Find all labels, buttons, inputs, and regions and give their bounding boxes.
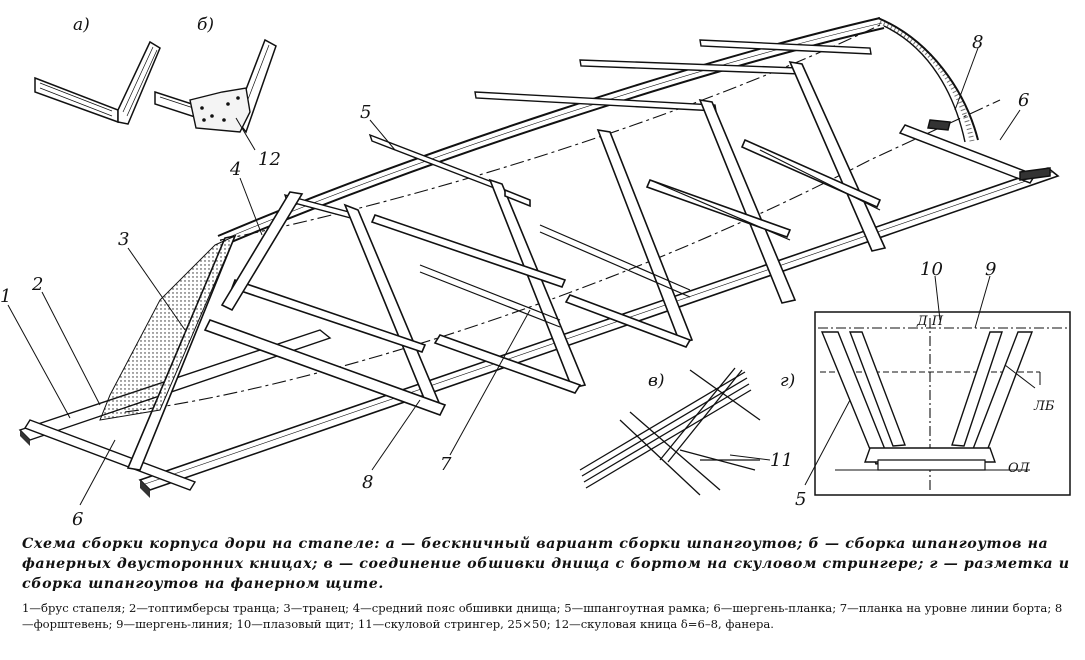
inset-label-b: б) <box>197 15 214 35</box>
callout-11: 11 <box>770 450 793 471</box>
callout-9: 9 <box>985 259 996 280</box>
callout-8: 8 <box>972 32 983 53</box>
stem <box>877 17 979 143</box>
inset-g-template <box>814 311 1071 496</box>
transom <box>99 235 236 421</box>
callout-1: 1 <box>0 286 11 307</box>
callout-2: 2 <box>31 274 43 295</box>
sheer-plank <box>898 119 1051 184</box>
template-label-dp: Д П <box>916 314 944 329</box>
callout-5: 5 <box>360 102 371 123</box>
figure-legend: 1—брус стапеля; 2—топтимберсы транца; 3—… <box>22 601 1063 631</box>
callout-6b: 6 <box>72 509 83 530</box>
boat-assembly-diagram: а) б) в) г) 1 2 3 4 5 5 6 6 7 8 8 9 10 1… <box>0 15 1071 530</box>
callout-4: 4 <box>229 159 241 180</box>
callout-12: 12 <box>258 149 281 170</box>
frame-2 <box>220 178 587 394</box>
frame-4 <box>645 98 797 304</box>
callout-3: 3 <box>118 229 129 250</box>
figure-caption: Схема сборки корпуса дори на стапеле: а … <box>22 536 1070 592</box>
callout-7: 7 <box>440 454 452 475</box>
callout-5b: 5 <box>795 489 806 510</box>
frame-3 <box>504 128 694 348</box>
inset-label-v: в) <box>648 371 665 391</box>
inset-label-a: а) <box>73 15 90 35</box>
template-label-ol: ОЛ <box>1008 461 1031 476</box>
inset-v-chine-joint <box>579 367 761 496</box>
callout-8b: 8 <box>362 472 373 493</box>
callout-6: 6 <box>1018 90 1029 111</box>
side-stringers <box>419 149 881 328</box>
inset-label-g: г) <box>780 371 795 391</box>
frame-5 <box>740 60 887 252</box>
callout-leaders <box>7 47 1021 506</box>
callout-10: 10 <box>920 259 943 280</box>
keel-batten <box>217 17 885 247</box>
inset-b-gusset-joint <box>154 38 277 134</box>
template-label-lb: ЛБ <box>1033 399 1055 414</box>
inset-a-corner-joint <box>34 40 161 125</box>
sheer-line <box>124 99 1001 413</box>
top-cross-battens <box>283 39 872 223</box>
plywood-gusset <box>189 87 251 133</box>
